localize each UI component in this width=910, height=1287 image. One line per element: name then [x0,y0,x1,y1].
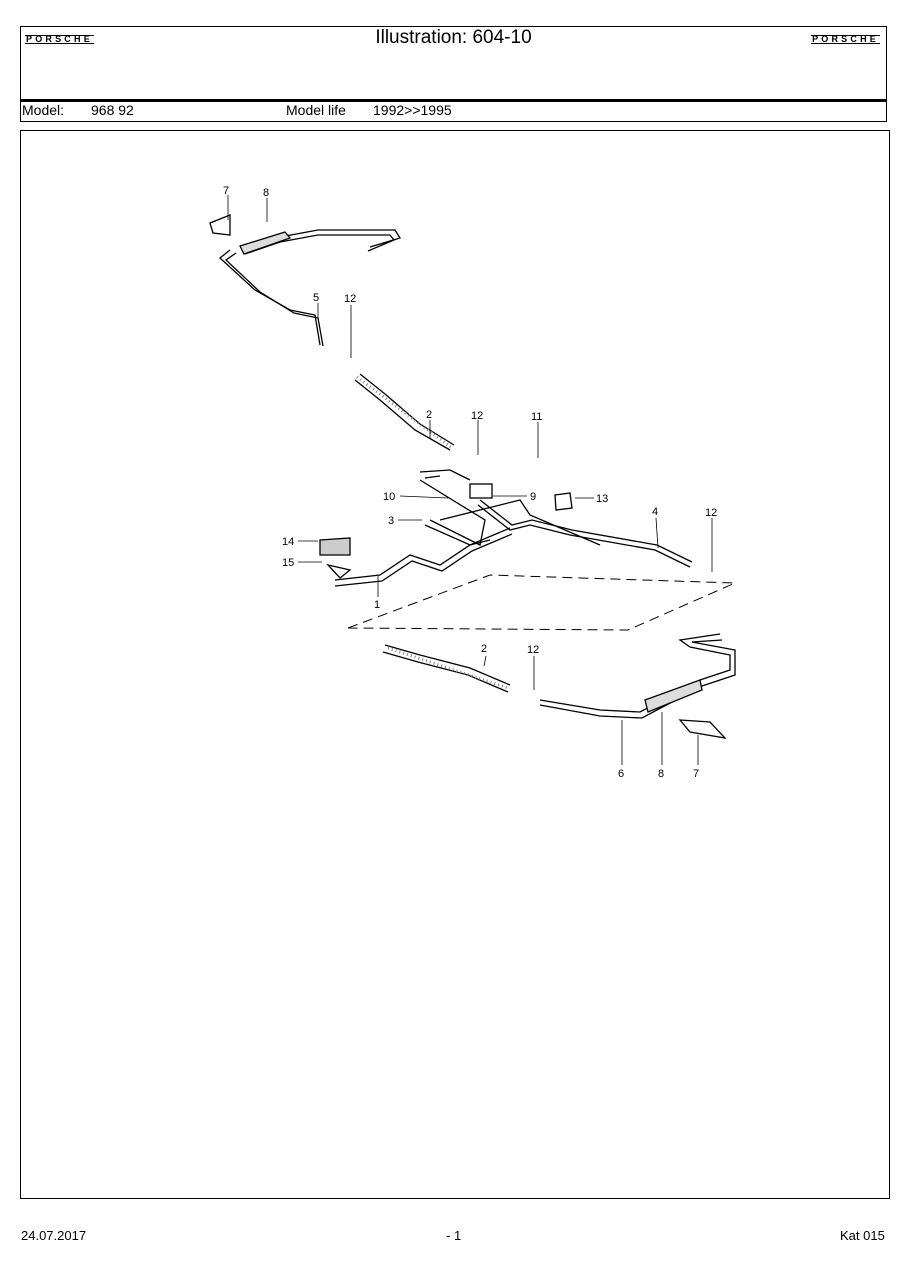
callout-4: 4 [652,506,658,518]
callout-8: 8 [658,768,664,780]
callout-labels: 7 8 5 12 2 12 11 10 9 13 3 4 12 14 15 1 … [223,185,717,780]
callout-2: 2 [426,409,432,421]
model-label: Model: [22,102,65,118]
callout-7: 7 [223,185,229,197]
footer-date: 24.07.2017 [21,1228,87,1243]
leader-lines [227,195,713,765]
model-life-value: 1992>>1995 [373,102,452,118]
callout-1: 1 [374,599,380,611]
callout-7: 7 [693,768,699,780]
callout-9: 9 [530,491,536,503]
callout-12: 12 [705,507,717,519]
illustration-frame [20,130,890,1199]
header-box: PORSCHE Illustration: 604-10 PORSCHE Mod… [20,26,887,122]
callout-12: 12 [471,410,483,422]
callout-2: 2 [481,643,487,655]
callout-5: 5 [313,292,319,304]
footer-catalog: Kat 015 [840,1228,885,1243]
porsche-logo-right: PORSCHE [811,34,880,44]
callout-15: 15 [282,557,294,569]
callout-12: 12 [527,644,539,656]
footer-page: - 1 [446,1228,462,1243]
model-row: Model: 968 92 Model life 1992>>1995 [21,102,886,121]
callout-11: 11 [531,411,542,423]
illustration-title: Illustration: 604-10 [375,27,532,48]
callout-3: 3 [388,515,394,527]
model-life-label: Model life [286,102,346,118]
callout-12: 12 [344,293,356,305]
header-divider [20,99,887,102]
callout-10: 10 [383,491,395,503]
model-value: 968 92 [91,102,134,118]
diagram-lines [209,214,736,739]
brake-line-diagram: 7 8 5 12 2 12 11 10 9 13 3 4 12 14 15 1 … [209,185,736,780]
callout-6: 6 [618,768,624,780]
callout-13: 13 [596,493,608,505]
porsche-logo-left: PORSCHE [25,34,94,44]
callout-8: 8 [263,187,269,199]
callout-14: 14 [282,536,294,548]
